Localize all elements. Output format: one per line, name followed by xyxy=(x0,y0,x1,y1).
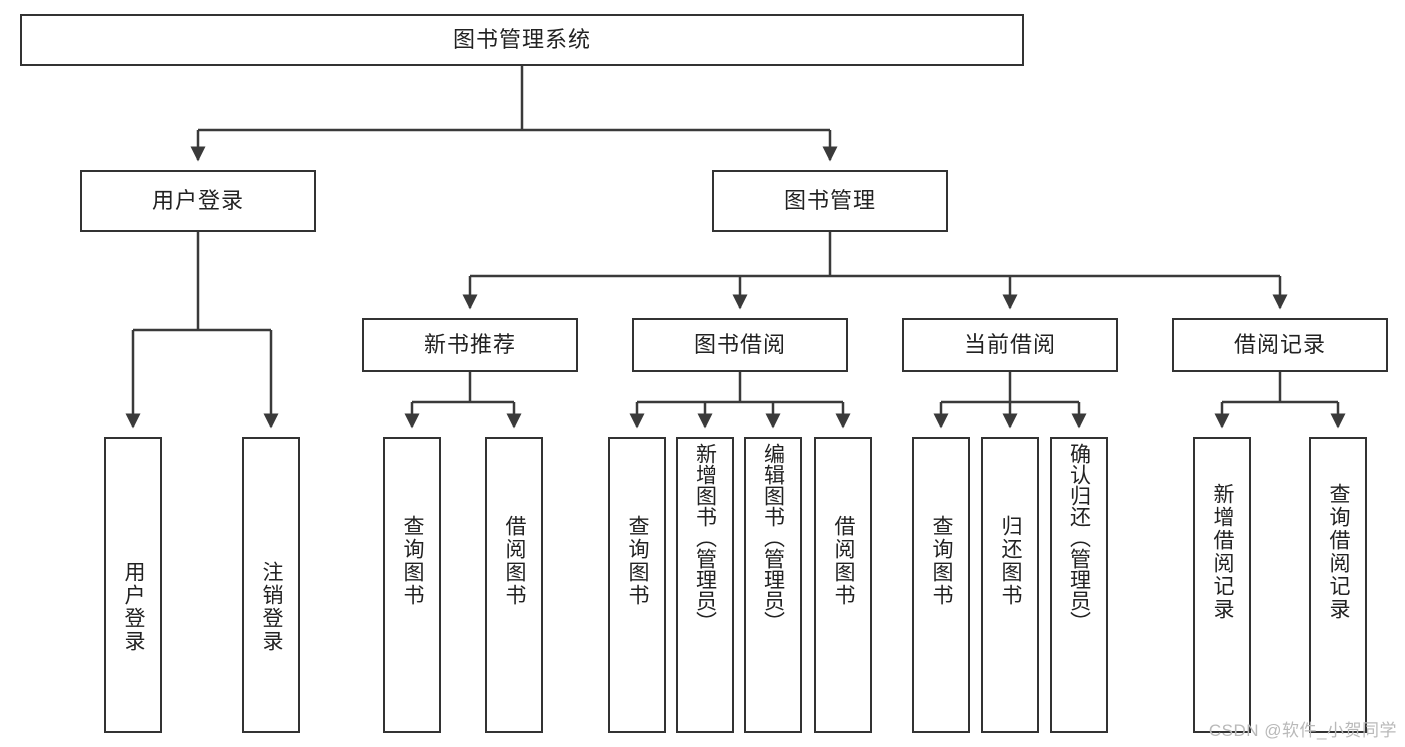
node-label: 图书管理系统 xyxy=(452,27,591,53)
node-label: 新增借阅记录 xyxy=(1211,483,1235,621)
node-label: 图书管理 xyxy=(783,188,876,214)
node-label: 注销登录 xyxy=(260,561,284,653)
node-label: 用户登录 xyxy=(122,561,146,653)
leaf-current-confirm-return-admin[interactable]: 确认归还（管理员） xyxy=(1050,437,1108,733)
node-root-system[interactable]: 图书管理系统 xyxy=(20,14,1024,66)
node-label: 图书借阅 xyxy=(693,332,786,358)
node-book-management[interactable]: 图书管理 xyxy=(712,170,948,232)
leaf-recommend-borrow-book[interactable]: 借阅图书 xyxy=(485,437,543,733)
node-label: 借阅图书 xyxy=(503,515,527,607)
node-label: 当前借阅 xyxy=(963,332,1056,358)
node-label: 确认归还（管理员） xyxy=(1067,443,1091,632)
node-borrow-record[interactable]: 借阅记录 xyxy=(1172,318,1388,372)
node-label: 借阅记录 xyxy=(1233,332,1326,358)
leaf-current-query-book[interactable]: 查询图书 xyxy=(912,437,970,733)
leaf-borrow-add-book-admin[interactable]: 新增图书（管理员） xyxy=(676,437,734,733)
leaf-borrow-query-book[interactable]: 查询图书 xyxy=(608,437,666,733)
node-label: 用户登录 xyxy=(151,188,244,214)
node-label: 查询图书 xyxy=(401,515,425,607)
leaf-record-query-record[interactable]: 查询借阅记录 xyxy=(1309,437,1367,733)
node-label: 查询图书 xyxy=(930,515,954,607)
node-label: 查询借阅记录 xyxy=(1327,483,1351,621)
node-current-borrow[interactable]: 当前借阅 xyxy=(902,318,1118,372)
leaf-current-return-book[interactable]: 归还图书 xyxy=(981,437,1039,733)
leaf-user-login-signin[interactable]: 用户登录 xyxy=(104,437,162,733)
node-label: 新增图书（管理员） xyxy=(693,443,717,632)
leaf-recommend-query-book[interactable]: 查询图书 xyxy=(383,437,441,733)
node-label: 归还图书 xyxy=(999,515,1023,607)
node-label: 编辑图书（管理员） xyxy=(761,443,785,632)
node-new-book-recommend[interactable]: 新书推荐 xyxy=(362,318,578,372)
leaf-record-add-record[interactable]: 新增借阅记录 xyxy=(1193,437,1251,733)
leaf-borrow-borrow-book[interactable]: 借阅图书 xyxy=(814,437,872,733)
leaf-user-login-signout[interactable]: 注销登录 xyxy=(242,437,300,733)
node-book-borrow[interactable]: 图书借阅 xyxy=(632,318,848,372)
node-label: 新书推荐 xyxy=(423,332,516,358)
node-label: 查询图书 xyxy=(626,515,650,607)
node-label: 借阅图书 xyxy=(832,515,856,607)
leaf-borrow-edit-book-admin[interactable]: 编辑图书（管理员） xyxy=(744,437,802,733)
node-user-login[interactable]: 用户登录 xyxy=(80,170,316,232)
